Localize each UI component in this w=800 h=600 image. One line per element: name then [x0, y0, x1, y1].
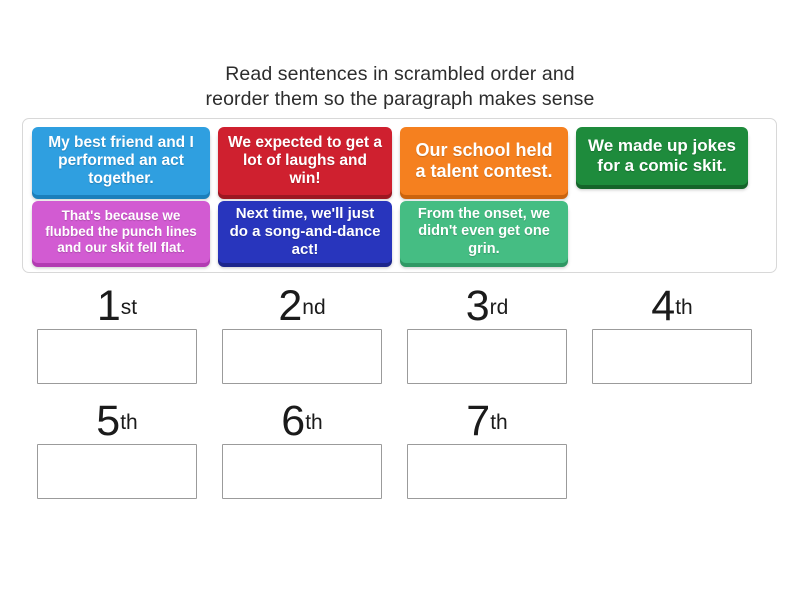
answer-slots: 1st 2nd 3rd 4th — [0, 283, 800, 513]
drop-zone[interactable] — [407, 444, 567, 499]
slot-row-2: 5th 6th 7th — [0, 398, 800, 499]
ordinal-suffix: rd — [489, 295, 509, 319]
answer-slot-2: 2nd — [222, 283, 382, 384]
instruction-line-2: reorder them so the paragraph makes sens… — [205, 88, 595, 110]
drop-zone[interactable] — [222, 329, 382, 384]
ordinal-number: 2 — [278, 282, 302, 330]
page-title: Read sentences in scrambled order and re… — [0, 62, 800, 112]
ordinal-suffix: th — [675, 295, 693, 319]
sentence-tile-label: My best friend and I performed an act to… — [48, 133, 194, 188]
sentence-tile-label: Next time, we'll just do a song-and-danc… — [229, 205, 381, 258]
ordinal-number: 7 — [466, 397, 490, 445]
sentence-tile-label: We expected to get a lot of laughs and w… — [228, 133, 382, 188]
answer-slot-1: 1st — [37, 283, 197, 384]
ordinal-label-1: 1st — [37, 283, 197, 329]
sentence-tile[interactable]: Next time, we'll just do a song-and-danc… — [218, 201, 392, 263]
ordinal-label-3: 3rd — [407, 283, 567, 329]
instruction-line-1: Read sentences in scrambled order and — [225, 63, 575, 85]
slot-row-1: 1st 2nd 3rd 4th — [0, 283, 800, 384]
sentence-tile-label: From the onset, we didn't even get one g… — [417, 206, 551, 257]
sentence-tile-label: Our school held a talent contest. — [415, 139, 553, 181]
answer-slot-6: 6th — [222, 398, 382, 499]
ordinal-suffix: th — [120, 410, 138, 434]
answer-slot-3: 3rd — [407, 283, 567, 384]
ordinal-number: 1 — [96, 282, 121, 330]
sentence-tile[interactable]: That's because we flubbed the punch line… — [32, 201, 210, 263]
ordinal-number: 4 — [651, 282, 675, 330]
ordinal-suffix: th — [305, 410, 323, 434]
answer-slot-4: 4th — [592, 283, 752, 384]
drop-zone[interactable] — [222, 444, 382, 499]
ordinal-label-6: 6th — [222, 398, 382, 444]
sentence-tile-label: We made up jokes for a comic skit. — [587, 135, 736, 175]
sentence-tile[interactable]: Our school held a talent contest. — [400, 127, 568, 195]
ordinal-suffix: st — [120, 295, 138, 319]
drop-zone[interactable] — [592, 329, 752, 384]
tile-row-1: My best friend and I performed an act to… — [32, 127, 767, 195]
ordinal-label-7: 7th — [407, 398, 567, 444]
ordinal-suffix: nd — [302, 295, 326, 319]
sentence-tile[interactable]: From the onset, we didn't even get one g… — [400, 201, 568, 263]
sentence-tile-label: That's because we flubbed the punch line… — [45, 208, 197, 255]
drop-zone[interactable] — [37, 329, 197, 384]
sentence-tile[interactable]: We made up jokes for a comic skit. — [576, 127, 748, 185]
ordinal-label-4: 4th — [592, 283, 752, 329]
drop-zone[interactable] — [37, 444, 197, 499]
drop-zone[interactable] — [407, 329, 567, 384]
ordinal-number: 3 — [465, 282, 490, 330]
tile-row-2: That's because we flubbed the punch line… — [32, 201, 767, 263]
ordinal-number: 5 — [96, 397, 120, 445]
sentence-tile-pool: My best friend and I performed an act to… — [22, 118, 777, 273]
ordinal-suffix: th — [490, 410, 508, 434]
answer-slot-5: 5th — [37, 398, 197, 499]
answer-slot-7: 7th — [407, 398, 567, 499]
ordinal-label-2: 2nd — [222, 283, 382, 329]
sentence-tile[interactable]: We expected to get a lot of laughs and w… — [218, 127, 392, 195]
ordinal-number: 6 — [281, 397, 305, 445]
sentence-tile[interactable]: My best friend and I performed an act to… — [32, 127, 210, 195]
ordinal-label-5: 5th — [37, 398, 197, 444]
